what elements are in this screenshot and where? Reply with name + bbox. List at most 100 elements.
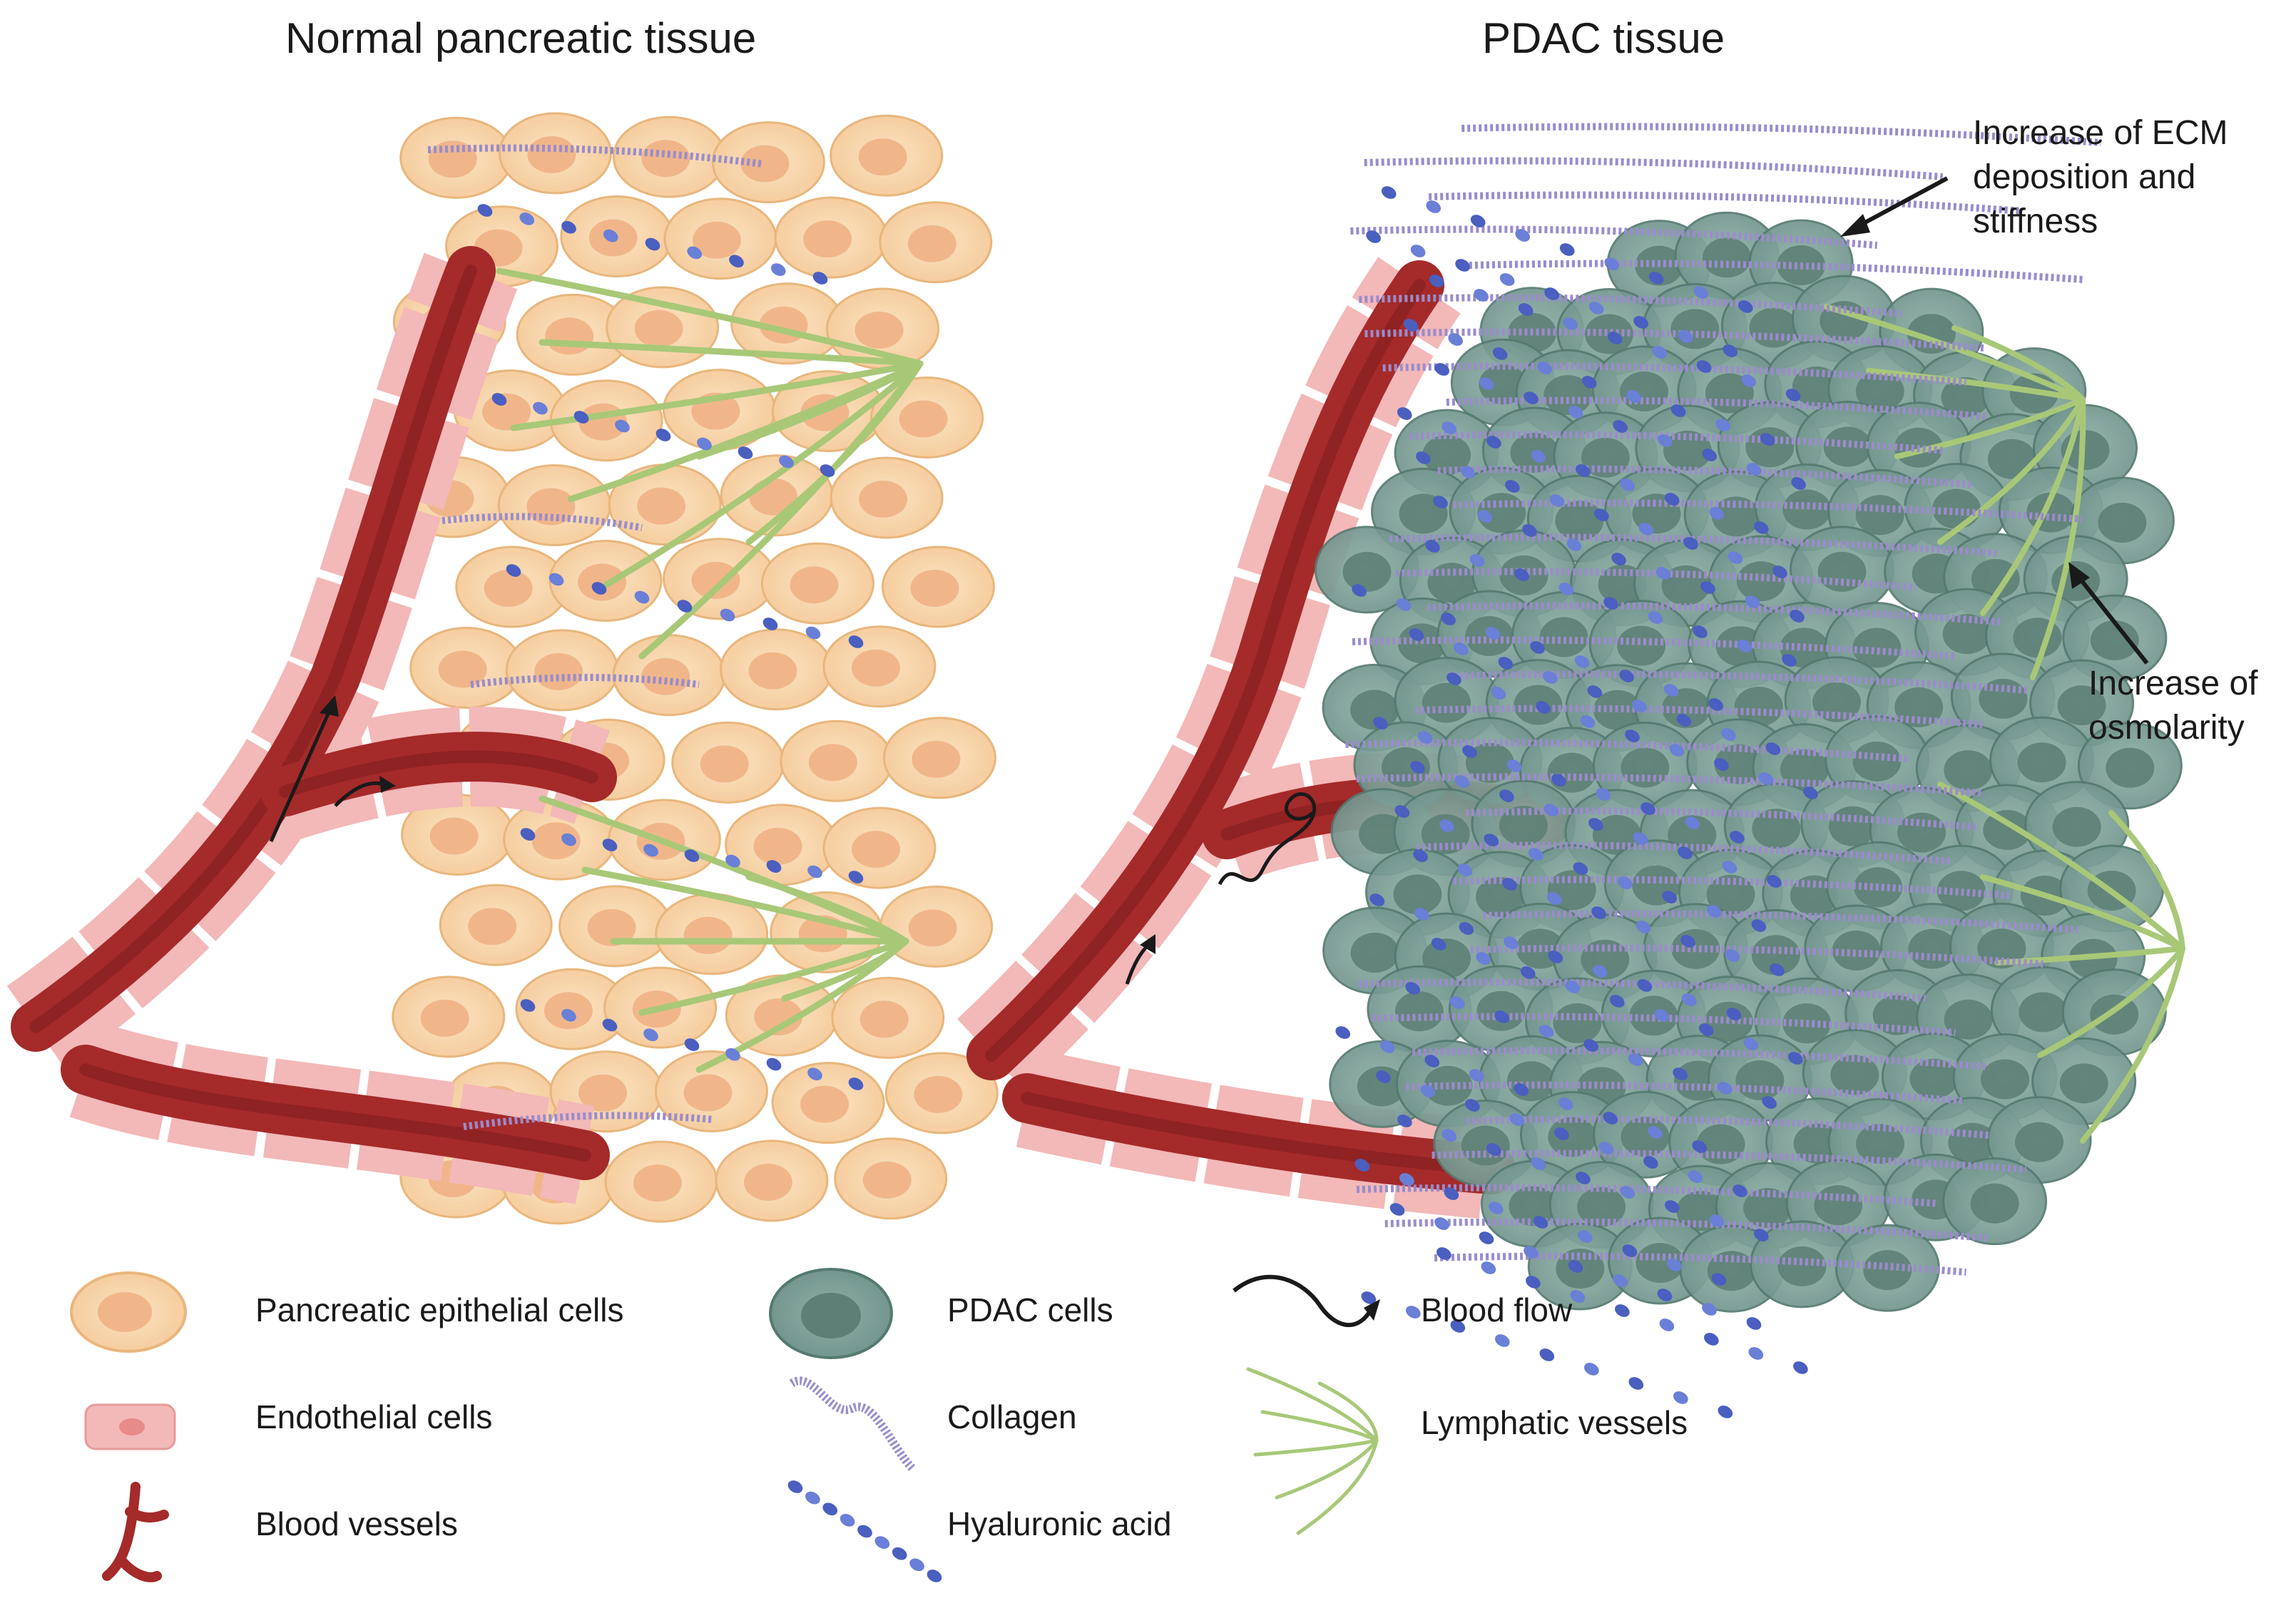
hyaluronic-unit xyxy=(1581,376,1597,389)
hyaluronic-unit xyxy=(1554,1127,1569,1140)
cell-nucleus xyxy=(740,145,790,183)
cell-nucleus xyxy=(1706,874,1755,915)
cell-nucleus xyxy=(1832,931,1881,971)
cell-nucleus xyxy=(748,652,797,690)
cell-nucleus xyxy=(1828,806,1877,846)
cell-nucleus xyxy=(1547,752,1596,793)
cell-nucleus xyxy=(1941,377,1990,417)
cell-nucleus xyxy=(914,1075,963,1113)
cell-nucleus xyxy=(438,650,487,688)
hyaluronic-unit xyxy=(591,582,607,595)
hyaluronic-unit xyxy=(820,464,835,477)
lymphatic-branch xyxy=(2108,810,2185,951)
hyaluronic-unit xyxy=(1698,1023,1714,1036)
hyaluronic-unit xyxy=(1708,698,1723,711)
hyaluronic-unit xyxy=(1676,714,1692,727)
legend-label-hyaluronic-acid: Hyaluronic acid xyxy=(947,1505,1172,1542)
legend-label-collagen: Collagen xyxy=(947,1398,1077,1435)
hyaluronic-unit xyxy=(1648,272,1664,285)
hyaluronic-unit xyxy=(1531,450,1546,463)
hyaluronic-unit xyxy=(573,411,589,424)
hyaluronic-unit xyxy=(1662,891,1678,903)
hyaluronic-unit xyxy=(1748,1347,1764,1360)
cell-nucleus xyxy=(1734,686,1783,727)
cell-nucleus xyxy=(854,312,904,349)
collagen-fiber xyxy=(1427,602,2002,625)
legend-label-blood-vessels: Blood vessels xyxy=(255,1505,458,1542)
lymphatic-branch xyxy=(1317,1381,1379,1443)
hyaluronic-unit xyxy=(1607,332,1623,344)
collagen-fiber xyxy=(1382,362,1966,386)
hyaluronic-unit xyxy=(1515,229,1531,242)
hyaluronic-unit xyxy=(1566,538,1582,551)
cell-nucleus xyxy=(2052,806,2101,847)
hyaluronic-unit xyxy=(1459,922,1474,935)
cell-nucleus xyxy=(587,908,636,946)
hyaluronic-unit xyxy=(684,849,700,862)
cell-nucleus xyxy=(1394,991,1444,1032)
cell-nucleus xyxy=(1577,1187,1626,1227)
hyaluronic-unit xyxy=(1657,434,1673,447)
hyaluronic-unit xyxy=(1673,1391,1688,1404)
hyaluronic-unit xyxy=(1702,1303,1717,1316)
hyaluronic-unit xyxy=(1609,995,1625,1008)
hyaluronic-unit xyxy=(1505,480,1520,493)
hyaluronic-unit xyxy=(1469,554,1485,567)
lymphatic-branch xyxy=(1260,1410,1379,1443)
cell-nucleus xyxy=(641,140,690,178)
cell-nucleus xyxy=(1479,364,1528,405)
cell-nucleus xyxy=(468,908,517,946)
cell-nucleus xyxy=(1636,1243,1685,1284)
hyaluronic-unit xyxy=(892,1547,907,1560)
hyaluronic-unit xyxy=(1696,360,1712,373)
cell-nucleus xyxy=(1735,1060,1785,1100)
lymphatic-branch xyxy=(1823,304,2086,402)
hyaluronic-unit xyxy=(1578,1230,1593,1243)
lymphatic-branch xyxy=(581,866,909,945)
hyaluronic-unit xyxy=(1760,433,1775,446)
hyaluronic-unit xyxy=(1396,598,1412,611)
normal-lymphatic-vessels xyxy=(496,267,924,1073)
hyaluronic-unit xyxy=(1539,1348,1555,1361)
hyaluronic-unit xyxy=(848,1077,864,1090)
hyaluronic-unit xyxy=(1481,1261,1496,1274)
hyaluronic-unit xyxy=(1588,302,1604,314)
hyaluronic-unit xyxy=(1692,1140,1708,1153)
hyaluronic-unit xyxy=(1659,1318,1675,1331)
hyaluronic-unit xyxy=(1625,729,1640,742)
hyaluronic-unit xyxy=(615,419,630,433)
hyaluronic-unit xyxy=(1558,583,1574,595)
hyaluronic-unit xyxy=(874,1536,890,1549)
cell-nucleus xyxy=(1427,563,1476,603)
hyaluronic-unit xyxy=(602,1018,618,1032)
collagen-fiber xyxy=(1470,944,2044,968)
hyaluronic-unit xyxy=(848,635,864,648)
cell-nucleus xyxy=(1422,435,1471,476)
normal-panel-title: Normal pancreatic tissue xyxy=(285,14,757,62)
lymphatic-branch xyxy=(695,360,924,460)
cell-nucleus xyxy=(1506,1061,1556,1102)
hyaluronic-unit xyxy=(1738,300,1753,313)
hyaluronic-unit xyxy=(1479,377,1494,390)
hyaluronic-unit xyxy=(1770,963,1785,976)
cell-nucleus xyxy=(1555,501,1604,541)
hyaluronic-unit xyxy=(1613,420,1628,433)
normal-blood-flow-arrows xyxy=(269,695,396,843)
cell-nucleus xyxy=(1621,747,1670,788)
hyaluronic-unit xyxy=(1491,687,1506,700)
hyaluronic-unit xyxy=(1361,1291,1377,1304)
hyaluronic-unit xyxy=(1406,1306,1421,1318)
collagen-icon xyxy=(789,1376,917,1473)
hyaluronic-unit xyxy=(1551,774,1566,787)
lymphatic-branch xyxy=(1937,396,2086,545)
hyaluronic-unit xyxy=(1632,700,1647,712)
hyaluronic-unit xyxy=(1417,731,1433,744)
hyaluronic-unit xyxy=(1469,1069,1484,1082)
hyaluronic-unit xyxy=(697,437,712,451)
lymphatic-branch xyxy=(603,360,924,588)
cell-nucleus xyxy=(1777,1246,1827,1286)
lymphatic-branch xyxy=(1980,396,2086,616)
hyaluronic-unit xyxy=(1381,186,1397,199)
collagen-fiber xyxy=(442,513,643,531)
